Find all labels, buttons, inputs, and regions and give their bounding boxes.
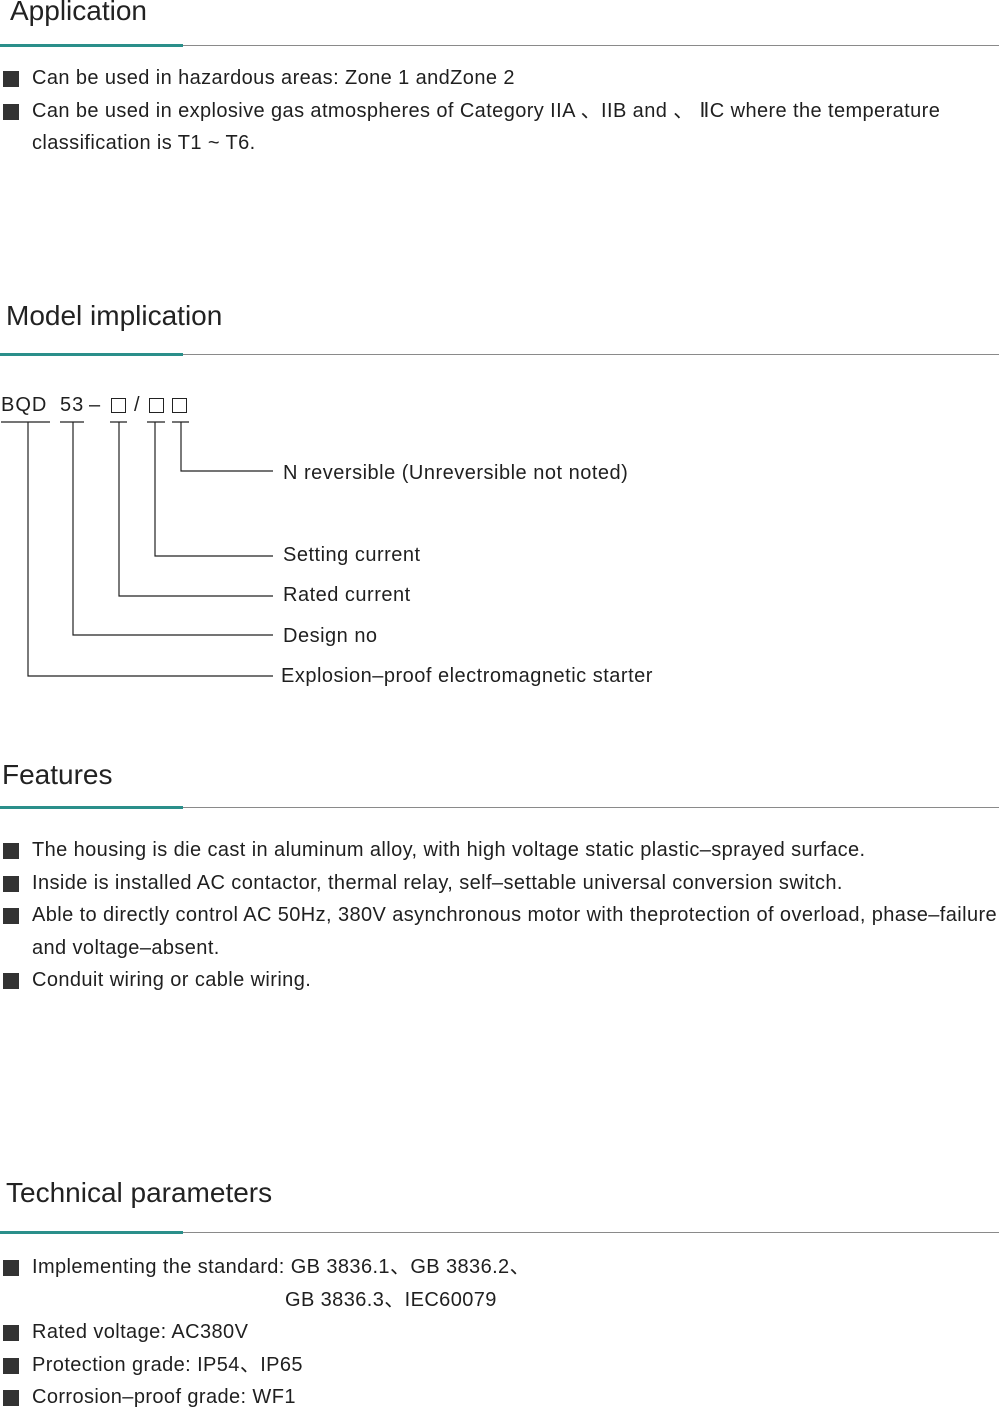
features-item: Conduit wiring or cable wiring.	[0, 964, 1000, 997]
bullet-square-icon	[3, 843, 19, 859]
code-series: BQD	[1, 394, 48, 416]
application-item: Can be used in hazardous areas: Zone 1 a…	[0, 62, 1000, 95]
technical-item: Protection grade: IP54、IP65	[0, 1349, 1000, 1382]
technical-item-standard: Implementing the standard: GB 3836.1、GB …	[0, 1251, 1000, 1316]
features-heading: Features	[2, 759, 113, 790]
code-placeholder-box	[111, 398, 126, 413]
features-list: The housing is die cast in aluminum allo…	[0, 834, 1000, 997]
code-placeholder-box	[149, 398, 164, 413]
bullet-square-icon	[3, 1357, 19, 1374]
model-diagram: BQD 53 – / N reversible (Unreversible no…	[0, 390, 1000, 700]
bullet-square-icon	[3, 1260, 19, 1276]
model-label-rated-current: Rated current	[283, 584, 411, 606]
code-design: 53	[60, 394, 85, 416]
features-rule	[0, 806, 999, 809]
bullet-square-icon	[3, 1390, 19, 1406]
code-dash: –	[89, 394, 102, 416]
model-label-setting-current: Setting current	[283, 544, 421, 566]
application-heading: Application	[10, 0, 147, 26]
technical-item: Rated voltage: AC380V	[0, 1316, 1000, 1349]
technical-heading: Technical parameters	[6, 1177, 273, 1208]
application-item: Can be used in explosive gas atmospheres…	[0, 95, 1000, 160]
bullet-square-icon	[3, 875, 19, 892]
code-placeholder-box	[172, 398, 187, 413]
model-connector-lines	[1, 421, 273, 677]
model-rule	[0, 353, 999, 356]
features-item: Able to directly control AC 50Hz, 380V a…	[0, 899, 1000, 964]
bullet-square-icon	[3, 1325, 19, 1341]
application-rule	[0, 44, 999, 47]
bullet-square-icon	[3, 973, 19, 989]
code-slash: /	[134, 394, 141, 416]
bullet-square-icon	[3, 103, 19, 120]
bullet-square-icon	[3, 908, 19, 924]
features-item: Inside is installed AC contactor, therma…	[0, 867, 1000, 900]
technical-rule	[0, 1231, 999, 1234]
model-label-design-no: Design no	[283, 625, 378, 647]
application-list: Can be used in hazardous areas: Zone 1 a…	[0, 62, 1000, 160]
bullet-square-icon	[3, 71, 19, 87]
model-label-starter: Explosion–proof electromagnetic starter	[281, 665, 653, 687]
technical-item: Corrosion–proof grade: WF1	[0, 1381, 1000, 1414]
features-item: The housing is die cast in aluminum allo…	[0, 834, 1000, 867]
model-label-reversible: N reversible (Unreversible not noted)	[283, 462, 629, 484]
technical-list: Implementing the standard: GB 3836.1、GB …	[0, 1251, 1000, 1414]
model-heading: Model implication	[6, 300, 223, 331]
